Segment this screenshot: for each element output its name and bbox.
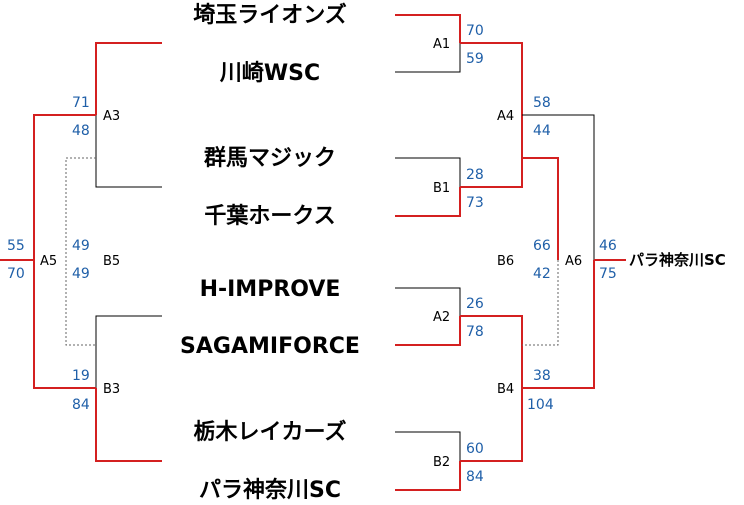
a1-bottom-line: [395, 43, 461, 73]
b1-out-line: [460, 115, 523, 188]
b2-out-line: [460, 388, 523, 462]
match-b1-lines: [395, 115, 523, 217]
match-a3-score-top: 71: [72, 95, 90, 111]
a2-top-line: [395, 287, 461, 316]
match-a1-score-bottom: 59: [466, 51, 484, 67]
match-a6-score-top: 46: [599, 238, 617, 254]
match-b2-score-bottom: 84: [466, 469, 484, 485]
team-chiba-hawks: 千葉ホークス: [204, 204, 336, 229]
team-h-improve: H-IMPROVE: [199, 277, 341, 302]
team-gunma-magic: 群馬マジック: [203, 146, 337, 171]
match-a2-score-bottom: 78: [466, 324, 484, 340]
match-a3-score-bottom: 48: [72, 123, 90, 139]
a2-out-line: [460, 315, 523, 388]
b4-out-line: [522, 260, 595, 389]
match-b2-label: B2: [433, 455, 451, 470]
match-b5-label: B5: [103, 254, 121, 269]
b5-line: [65, 157, 96, 346]
team-sagamiforce: SAGAMIFORCE: [180, 334, 360, 359]
match-a2-score-top: 26: [466, 296, 484, 312]
match-b1-score-top: 28: [466, 167, 484, 183]
match-a4-score-top: 58: [533, 95, 551, 111]
b2-bottom-line: [395, 461, 461, 491]
match-b2-score-top: 60: [466, 441, 484, 457]
b3-bottom-line: [95, 388, 162, 462]
match-a1-score-top: 70: [466, 23, 484, 39]
match-a3-label: A3: [103, 109, 121, 124]
team-tochigi-lakers: 栃木レイカーズ: [193, 420, 347, 445]
match-a5-score-bottom: 70: [7, 266, 25, 282]
team-para-kanagawa-sc: パラ神奈川SC: [199, 478, 341, 503]
match-b6-score-top: 66: [533, 238, 551, 254]
match-b3-lines: [33, 260, 162, 462]
a1-out-line: [460, 42, 523, 115]
match-b5-score-top: 49: [72, 238, 90, 254]
a4-out-line: [522, 114, 595, 260]
match-b1-score-bottom: 73: [466, 195, 484, 211]
match-b2-lines: [395, 388, 523, 491]
match-a4-label: A4: [497, 109, 515, 124]
a1-top-line: [395, 14, 461, 43]
a3-out-line: [33, 114, 96, 260]
match-a1-lines: [395, 14, 523, 115]
a2-bottom-line: [395, 316, 461, 346]
match-b6-score-bottom: 42: [533, 266, 551, 282]
match-b6-label: B6: [497, 254, 515, 269]
match-a6-score-bottom: 75: [599, 266, 617, 282]
b3-top-line: [95, 315, 162, 388]
match-a4-score-bottom: 44: [533, 123, 551, 139]
a3-bottom-line: [95, 115, 162, 188]
b1-bottom-line: [395, 187, 461, 217]
match-b4-score-bottom: 104: [527, 397, 554, 413]
match-a2-lines: [395, 287, 523, 388]
match-b1-label: B1: [433, 181, 451, 196]
team-kawasaki-wsc: 川崎WSC: [219, 61, 321, 86]
b6-line-a: [522, 157, 559, 260]
champion-label: パラ神奈川SC: [629, 251, 726, 269]
b1-top-line: [395, 157, 461, 187]
match-b5-score-bottom: 49: [72, 266, 90, 282]
match-b4-label: B4: [497, 382, 515, 397]
a3-top-line: [95, 42, 162, 115]
match-a3-lines: [33, 42, 162, 260]
match-b4-score-top: 38: [533, 368, 551, 384]
match-b3-label: B3: [103, 382, 121, 397]
match-a5-score-top: 55: [7, 238, 25, 254]
match-a5-label: A5: [40, 254, 58, 269]
match-b3-score-bottom: 84: [72, 397, 90, 413]
b2-top-line: [395, 431, 461, 461]
match-a1-label: A1: [433, 37, 451, 52]
match-a2-label: A2: [433, 310, 451, 325]
b3-out-line: [33, 260, 96, 389]
team-saitama-lions: 埼玉ライオンズ: [193, 3, 347, 28]
b6-line-b: [522, 260, 559, 346]
match-a6-label: A6: [565, 254, 583, 269]
match-b3-score-top: 19: [72, 368, 90, 384]
